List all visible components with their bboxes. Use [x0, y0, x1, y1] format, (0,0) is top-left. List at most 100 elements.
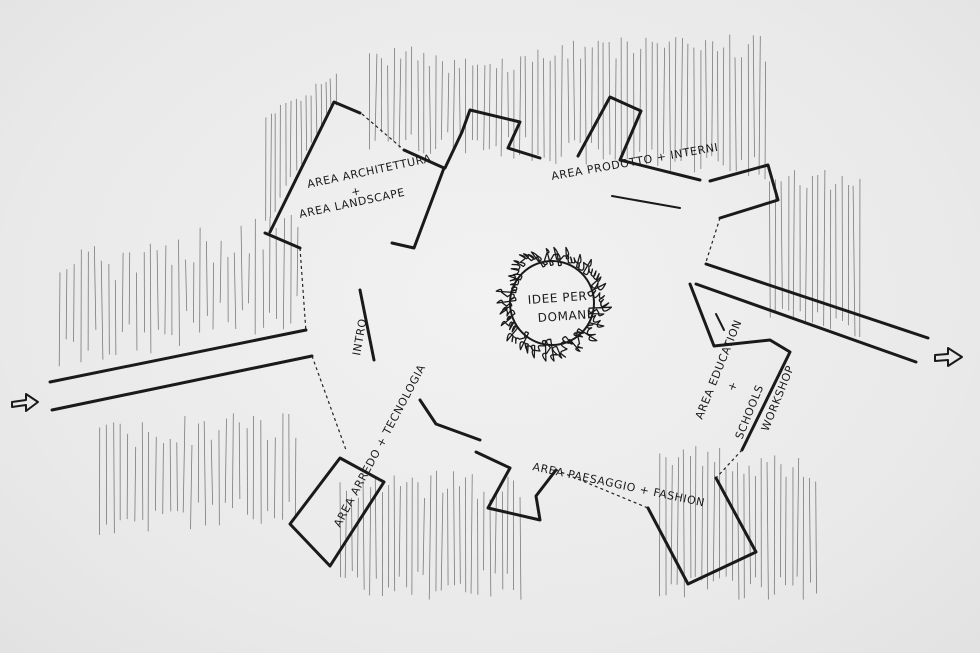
hatch-stroke [815, 481, 817, 594]
label-center-line2: DOMANI [537, 307, 591, 325]
hatch-stroke [674, 37, 677, 162]
room-arredo [288, 355, 482, 568]
hatch-stroke [567, 58, 570, 143]
hatch-stroke [294, 437, 297, 515]
hatch-stroke [58, 272, 61, 367]
hatch-stroke [393, 47, 396, 142]
hatch-stroke [398, 58, 402, 149]
hatch-stroke [344, 490, 347, 579]
hatch-stroke [441, 61, 443, 140]
label-intro: INTRO [350, 317, 369, 356]
label-paesaggio: AREA PAESAGGIO + FASHION [531, 460, 706, 509]
hatch-stroke [114, 280, 117, 356]
hatch-stroke [808, 477, 811, 583]
hatch-stroke [428, 475, 432, 600]
hatch-stroke [108, 263, 110, 355]
hatch-stroke [134, 446, 137, 522]
hatch-stroke [500, 58, 503, 157]
hatch-stroke [374, 53, 378, 141]
hatch-stroke [716, 51, 719, 162]
hatch-stroke [780, 464, 782, 578]
hatch-stroke [325, 81, 328, 118]
hatch-stroke [495, 68, 498, 147]
hatch-stroke [440, 492, 444, 591]
hatch-stroke [224, 418, 227, 503]
hatch-stroke [206, 241, 208, 316]
hatch-stroke [764, 61, 766, 180]
hatch-stroke [668, 41, 671, 171]
hatch-stroke [282, 218, 285, 330]
hatch-stroke [447, 72, 450, 133]
hatch-stroke [572, 40, 576, 141]
hatch-stroke [329, 78, 332, 106]
hatch-stroke [645, 37, 647, 165]
hatch-stroke [190, 444, 193, 530]
hatch-stroke [178, 239, 180, 346]
hatch-stroke [694, 446, 697, 577]
hatch-stroke [387, 65, 389, 142]
hatch-stroke [73, 264, 75, 342]
hatch-stroke [663, 47, 665, 154]
hatch-stroke [300, 100, 303, 165]
hatch-stroke [339, 482, 342, 578]
hatch-stroke [185, 259, 188, 312]
hatch-stroke [156, 250, 159, 330]
hatch-stroke [422, 497, 425, 576]
hatch-stroke [452, 59, 456, 152]
label-prodotto: AREA PRODOTTO + INTERNI [550, 141, 719, 183]
hatch-stroke [113, 422, 115, 534]
hatch-stroke [701, 465, 704, 581]
label-plus-architettura: + [350, 184, 362, 199]
hatch-stroke [519, 497, 522, 600]
hatch-stroke [232, 413, 234, 509]
hatch-stroke [154, 436, 157, 511]
room-education [688, 282, 792, 479]
hatch-stroke [805, 187, 808, 325]
hatch-stroke [554, 55, 557, 164]
hatch-stroke [458, 67, 461, 133]
hatch-stroke [543, 58, 545, 158]
hatch-stroke [315, 83, 318, 137]
entrance-corridor [48, 328, 314, 412]
scribble-ring-inner [509, 260, 595, 346]
hatch-stroke [614, 58, 617, 160]
hatch-stroke [274, 437, 276, 519]
hatch-stroke [296, 226, 299, 297]
hatch-stroke [489, 499, 492, 597]
exit-corridor [694, 262, 930, 364]
hatch-stroke [121, 252, 124, 332]
hatch-stroke [494, 490, 497, 574]
room-paesaggio [474, 450, 758, 586]
hatch-stroke [579, 58, 582, 143]
hatch-stroke [758, 35, 761, 175]
hatch-stroke [356, 497, 359, 578]
hatch-stroke [212, 262, 214, 330]
hatch-stroke [238, 422, 241, 499]
hatch-stroke [584, 46, 587, 165]
hatch-stroke [785, 476, 787, 586]
hatch-stroke [748, 465, 751, 585]
hatch-stroke [176, 442, 178, 512]
hatch-stroke [852, 185, 856, 337]
hatch-stroke [149, 243, 152, 354]
hatch-stroke [639, 48, 642, 152]
hatch-stroke [737, 462, 740, 600]
room-prodotto [443, 95, 780, 263]
hatch-stroke [705, 40, 708, 158]
scribble-ring [495, 246, 613, 362]
hatch-stroke [203, 421, 206, 526]
hatch-stroke [531, 61, 534, 161]
hatch-stroke [164, 245, 167, 335]
label-education: AREA EDUCATION [693, 318, 745, 421]
hatch-stroke [453, 471, 455, 586]
hatch-stroke [428, 66, 432, 154]
hatch-stroke [780, 181, 783, 309]
hatch-stroke [823, 170, 826, 326]
hatch-stroke [362, 480, 365, 590]
hatch-stroke [711, 41, 714, 156]
exit-arrow-icon [934, 347, 963, 367]
hatch-stroke [507, 71, 509, 138]
hatch-stroke [591, 47, 593, 143]
hatch-stroke [393, 475, 396, 592]
